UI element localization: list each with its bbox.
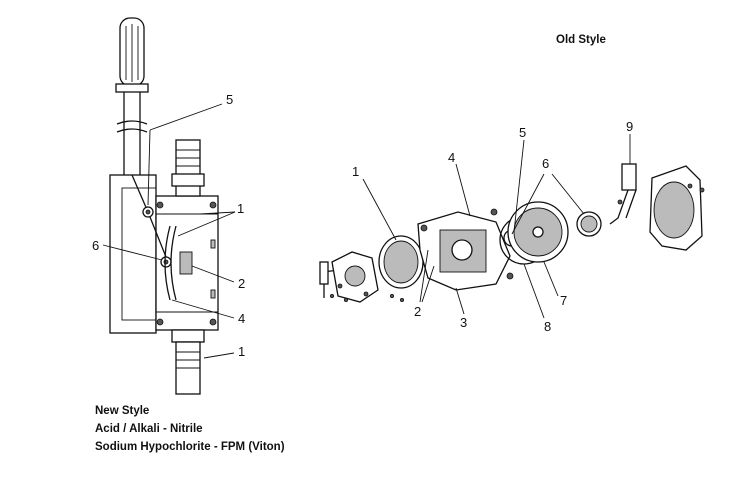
callout-5-old: 5 xyxy=(519,125,526,140)
new-style-caption: New Style Acid / Alkali - Nitrile Sodium… xyxy=(95,402,285,456)
callout-3-old: 3 xyxy=(460,315,467,330)
top-port-fitting xyxy=(171,139,205,197)
valve-body-left xyxy=(331,251,379,303)
pump-handle-grip xyxy=(115,17,149,93)
callout-9-old: 9 xyxy=(626,119,633,134)
new-style-callouts: 5 1 6 2 4 1 xyxy=(92,92,245,359)
linkage-arm xyxy=(131,174,172,268)
new-style-line-acid-alkali: Acid / Alkali - Nitrile xyxy=(95,423,203,435)
new-style-title: New Style xyxy=(95,405,150,417)
callout-1-new-top: 1 xyxy=(237,201,244,216)
pump-body-part-4 xyxy=(417,208,514,291)
old-style-title: Old Style xyxy=(556,34,606,46)
callout-7-old: 7 xyxy=(560,293,567,308)
callout-8-old: 8 xyxy=(544,319,551,334)
pump-handle-shaft xyxy=(116,92,148,178)
small-disc-part-6 xyxy=(576,211,602,237)
valve-marks xyxy=(210,239,216,299)
old-style-exploded-drawing xyxy=(319,163,705,303)
handle-linkage-part-9 xyxy=(609,163,637,225)
oval-diaphragm-part-1 xyxy=(378,235,424,289)
callout-1-new-bottom: 1 xyxy=(238,344,245,359)
inlet-fitting xyxy=(319,261,341,298)
old-style-callouts: 1 4 5 6 9 2 3 7 8 xyxy=(352,119,633,334)
callout-4-new: 4 xyxy=(238,311,245,326)
callout-6-old: 6 xyxy=(542,156,549,171)
callout-2-old: 2 xyxy=(414,304,421,319)
diaphragm xyxy=(164,225,193,301)
callout-1-old: 1 xyxy=(352,164,359,179)
callout-2-new: 2 xyxy=(238,276,245,291)
callout-6-new: 6 xyxy=(92,238,99,253)
callout-5-new: 5 xyxy=(226,92,233,107)
new-style-pump-drawing xyxy=(109,17,219,395)
disc-part-7 xyxy=(507,201,569,263)
callout-4-old: 4 xyxy=(448,150,455,165)
bottom-port-fitting xyxy=(171,329,205,395)
new-style-line-hypochlorite: Sodium Hypochlorite - FPM (Viton) xyxy=(95,441,285,453)
rear-housing xyxy=(649,165,705,251)
pump-housing xyxy=(109,174,219,334)
